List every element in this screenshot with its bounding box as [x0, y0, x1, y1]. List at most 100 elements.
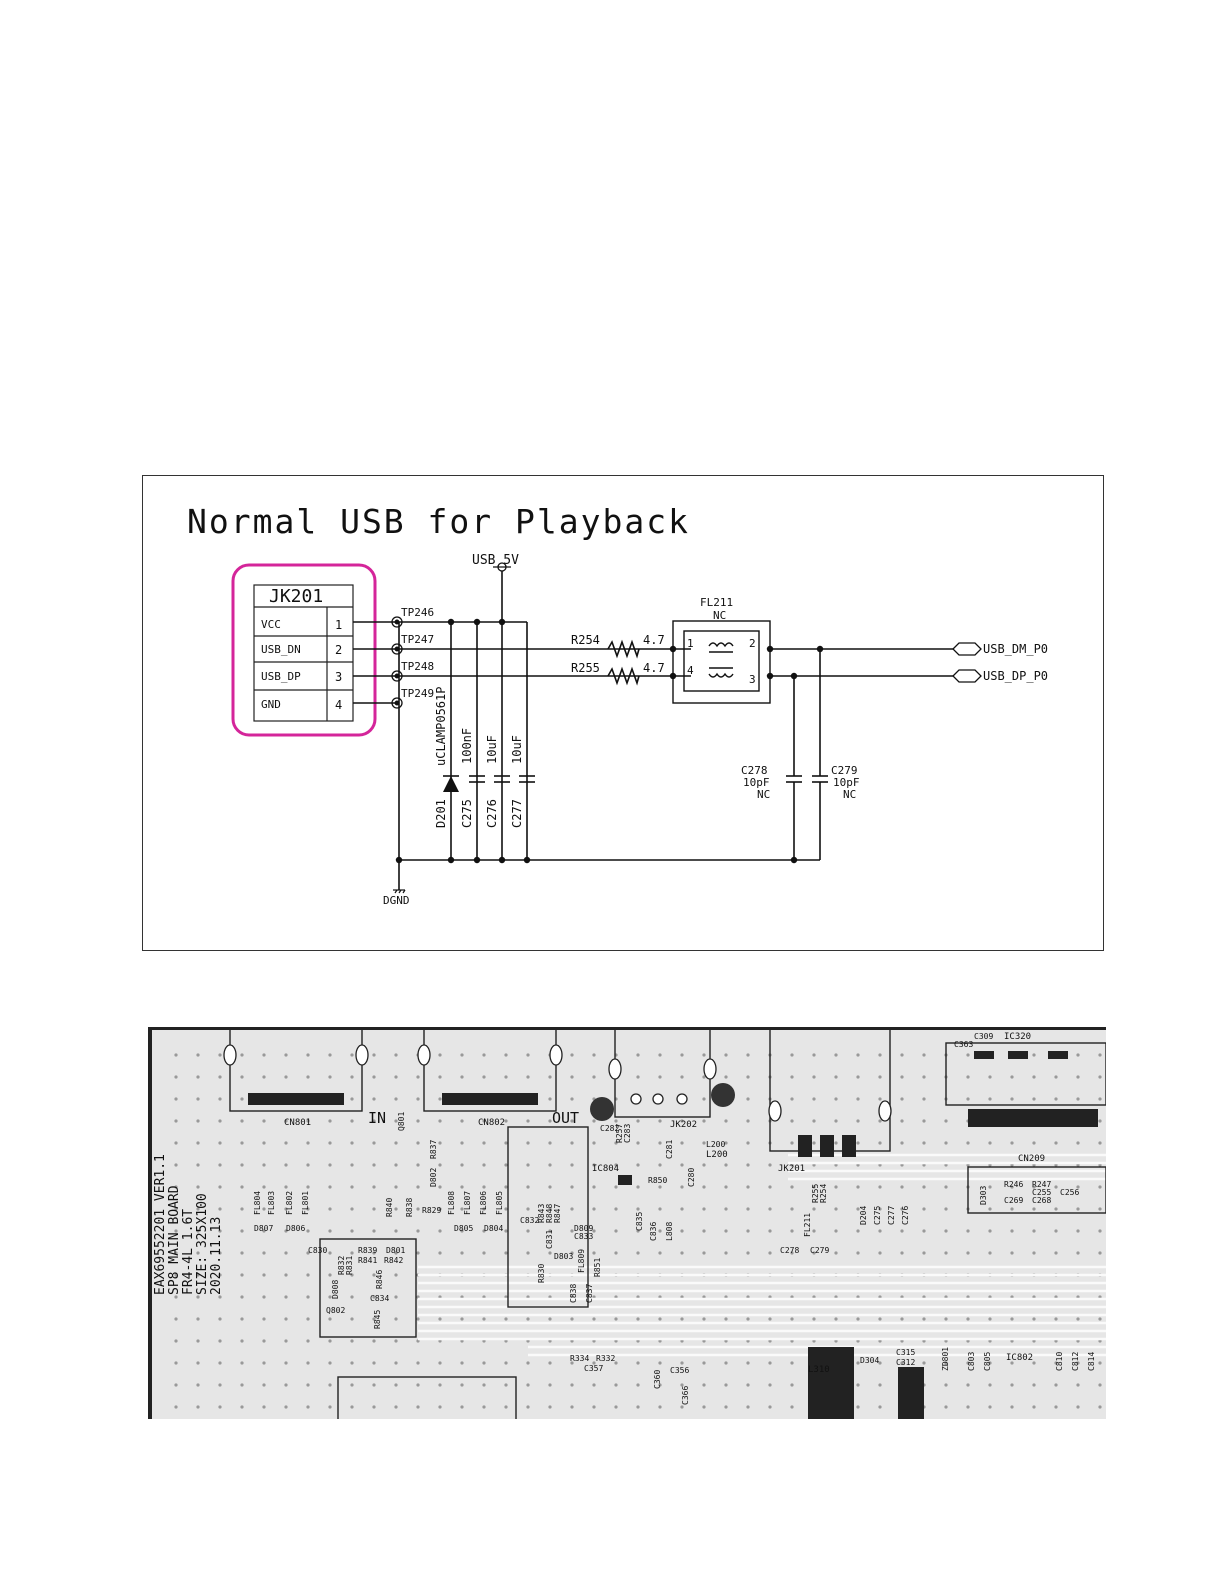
pin-num-1: 1 [335, 618, 342, 632]
silk-label: C834 [370, 1294, 389, 1303]
tp246-label: TP246 [401, 606, 434, 619]
silk-label: C356 [670, 1366, 689, 1375]
silk-label: R332 [596, 1354, 615, 1363]
junction-dots [395, 618, 824, 864]
silk-label: FL807 [463, 1191, 472, 1215]
label-cn801: CN801 [284, 1118, 311, 1128]
pin-name-usb-dp: USB_DP [261, 670, 301, 683]
pin-num-2: 2 [335, 643, 342, 657]
filter-fl211 [672, 620, 771, 704]
silk-label: R839 [358, 1246, 377, 1255]
pin-name-vcc: VCC [261, 618, 281, 631]
silk-label: C803 [967, 1352, 976, 1371]
r254-value: 4.7 [643, 633, 665, 647]
filter-pin-4: 4 [687, 664, 694, 677]
pcb-traces [418, 1153, 1106, 1357]
silk-label: Q802 [326, 1306, 345, 1315]
silk-label: C255 [1032, 1188, 1051, 1197]
silk-label: FL803 [267, 1191, 276, 1215]
filter-value: NC [713, 609, 726, 622]
resistor-r254 [607, 639, 640, 659]
silk-label: C360 [653, 1370, 662, 1389]
c276-value: 10uF [485, 735, 499, 764]
board-text-line-1: EAX69552201 VER1.1 [153, 1154, 168, 1295]
silk-label: C282 [600, 1124, 619, 1133]
silk-label: L808 [665, 1222, 674, 1241]
silk-label: R246 [1004, 1180, 1023, 1189]
silk-label: R840 [385, 1198, 394, 1217]
silk-label: Q801 [397, 1112, 406, 1131]
output-usb-dm: USB_DM_P0 [983, 642, 1048, 656]
silk-label: R851 [593, 1258, 602, 1277]
output-flags [952, 642, 982, 683]
silk-label: FL804 [253, 1191, 262, 1215]
silk-label: C283 [623, 1124, 632, 1143]
port-label-out: OUT [552, 1109, 579, 1127]
connector-ref: JK201 [269, 586, 323, 607]
silk-label: D808 [331, 1280, 340, 1299]
filter-pin-1: 1 [687, 637, 694, 650]
silk-label: D804 [484, 1224, 503, 1233]
silk-label: D807 [254, 1224, 273, 1233]
silk-label: FL211 [803, 1213, 812, 1237]
r254-ref: R254 [571, 633, 600, 647]
diode-part: uCLAMP0561P [434, 687, 448, 766]
silk-label: C315 [896, 1348, 915, 1357]
silk-label: D805 [454, 1224, 473, 1233]
silk-label: C814 [1087, 1352, 1096, 1371]
silk-label: FL805 [495, 1191, 504, 1215]
silk-label: C833 [574, 1232, 593, 1241]
silk-label: C366 [681, 1386, 690, 1405]
c275-value: 100nF [460, 728, 474, 764]
c278-value: 10pF [743, 776, 770, 789]
silk-label: C281 [665, 1140, 674, 1159]
silk-label: D801 [386, 1246, 405, 1255]
power-label: USB_5V [472, 553, 519, 568]
silk-label: R334 [570, 1354, 589, 1363]
schematic-diagram: Normal USB for Playback JK201 VCC USB_DN… [187, 502, 1048, 907]
tp247-label: TP247 [401, 633, 434, 646]
silk-label: C838 [569, 1284, 578, 1303]
pin-name-usb-dn: USB_DN [261, 643, 301, 656]
silk-label: D802 [429, 1168, 438, 1187]
board-text-line-4: SIZE: 325X100 [195, 1193, 210, 1295]
silk-label: C363 [954, 1040, 973, 1049]
silk-label: R254 [819, 1184, 828, 1203]
filter-pin-3: 3 [749, 673, 756, 686]
c277-value: 10uF [510, 735, 524, 764]
silk-label: C275 [873, 1206, 882, 1225]
silk-label: FL806 [479, 1191, 488, 1215]
label-jk202: JK202 [670, 1120, 697, 1130]
silk-label: R837 [429, 1140, 438, 1159]
c279-ref: C279 [831, 764, 858, 777]
schematic-panel: Normal USB for Playback JK201 VCC USB_DN… [142, 475, 1104, 951]
silk-label: D806 [286, 1224, 305, 1233]
silk-label: R255 [811, 1184, 820, 1203]
output-usb-dp: USB_DP_P0 [983, 669, 1048, 683]
silk-label: C276 [901, 1206, 910, 1225]
silk-label: C837 [585, 1284, 594, 1303]
silk-label: R247 [1032, 1180, 1051, 1189]
silk-label: C835 [635, 1212, 644, 1231]
silk-label: R838 [405, 1198, 414, 1217]
ground-label: DGND [383, 894, 410, 907]
silk-label: R848 [545, 1204, 554, 1223]
silk-label: D809 [574, 1224, 593, 1233]
silk-label: L200 [706, 1140, 725, 1149]
r255-value: 4.7 [643, 661, 665, 675]
silk-label: R841 [358, 1256, 377, 1265]
silk-label: R847 [553, 1204, 562, 1223]
label-jk201: JK201 [778, 1164, 805, 1174]
tp249-label: TP249 [401, 687, 434, 700]
board-text-line-2: SP8 MAIN BOARD [167, 1185, 182, 1295]
silk-label: R845 [373, 1310, 382, 1329]
board-text-line-5: 2020.11.13 [209, 1217, 224, 1295]
pin-num-3: 3 [335, 670, 342, 684]
silk-label: C357 [584, 1364, 603, 1373]
silk-label: R832 [337, 1256, 346, 1275]
ground-symbol [393, 889, 406, 894]
connector-highlight-box [231, 563, 377, 737]
label-ic802: IC802 [1006, 1353, 1033, 1363]
label-ic804: IC804 [592, 1164, 619, 1174]
silk-label: FL809 [577, 1249, 586, 1273]
